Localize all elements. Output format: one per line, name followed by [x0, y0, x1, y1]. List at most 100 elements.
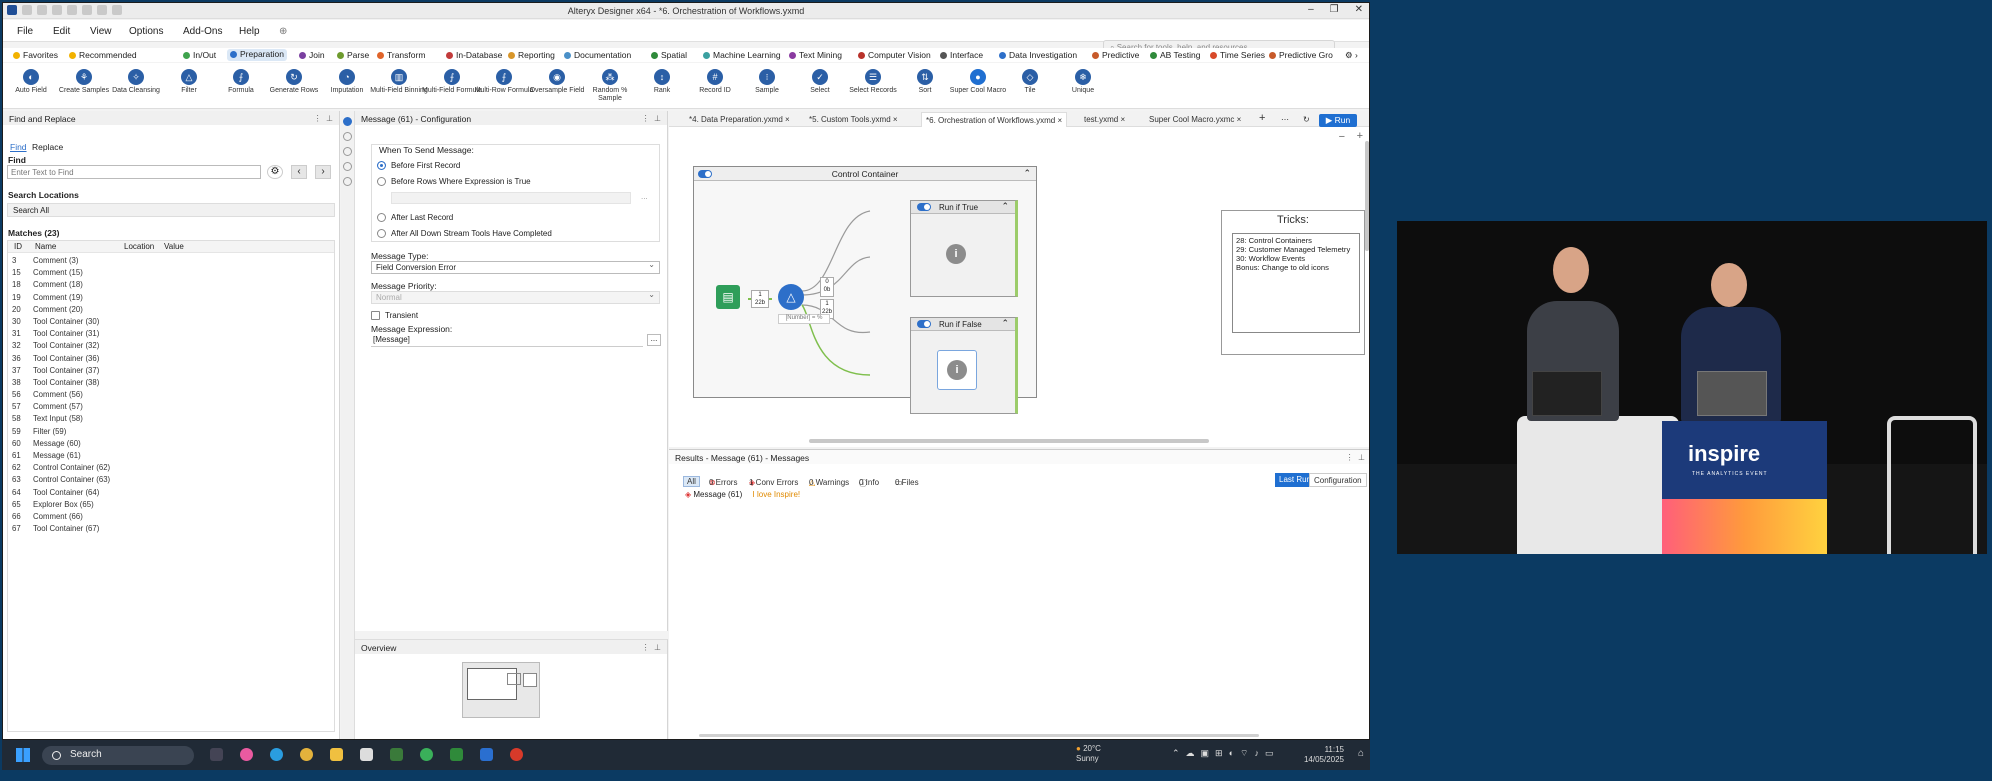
- collapse-icon[interactable]: ⌃: [1001, 318, 1009, 328]
- system-tray-icons[interactable]: ⌃☁▣⊞◐⌔♪▭: [1172, 748, 1280, 758]
- pin-icon[interactable]: ⋮ ⊥: [1345, 453, 1365, 462]
- expression-ellipsis[interactable]: ...: [641, 192, 648, 201]
- whatsapp-icon[interactable]: [420, 748, 433, 761]
- copy-icon[interactable]: [67, 5, 77, 15]
- option-after-downstream[interactable]: After All Down Stream Tools Have Complet…: [377, 229, 552, 238]
- cut-icon[interactable]: [52, 5, 62, 15]
- container-toggle[interactable]: [698, 170, 712, 178]
- container-run-if-true[interactable]: Run if True ⌃ i: [910, 200, 1018, 297]
- menu-help[interactable]: Help: [239, 26, 260, 37]
- expression-ellipsis-button[interactable]: ...: [647, 334, 661, 346]
- tab-scroll-right-icon[interactable]: ⚙ ›: [1345, 50, 1358, 60]
- close-button[interactable]: ✕: [1354, 4, 1363, 15]
- doc-tab-super-cool-macro[interactable]: Super Cool Macro.yxmc ×: [1149, 115, 1242, 124]
- tool-tab-interface[interactable]: Interface: [940, 50, 983, 60]
- store-icon[interactable]: [360, 748, 373, 761]
- col-id[interactable]: ID: [14, 242, 22, 251]
- more-tabs-icon[interactable]: ⋯: [1281, 115, 1289, 124]
- run-button[interactable]: ▶ Run: [1319, 114, 1357, 127]
- find-prev-button[interactable]: ‹: [291, 165, 307, 179]
- menu-edit[interactable]: Edit: [53, 26, 71, 37]
- find-options-icon[interactable]: ⚙: [267, 165, 283, 179]
- tool-data-cleansing[interactable]: ✧Data Cleansing: [106, 69, 166, 95]
- menu-view[interactable]: View: [90, 26, 112, 37]
- tool-record-id[interactable]: #Record ID: [685, 69, 745, 95]
- task-view-icon[interactable]: [210, 748, 223, 761]
- refresh-icon[interactable]: ↻: [1303, 115, 1310, 124]
- menu-options[interactable]: Options: [129, 26, 164, 37]
- tool-tab-text-mining[interactable]: Text Mining: [789, 50, 842, 60]
- doc-tab-test[interactable]: test.yxmd ×: [1084, 115, 1126, 124]
- horizontal-scrollbar[interactable]: [809, 439, 1209, 443]
- globe-icon[interactable]: ⊕: [279, 26, 288, 37]
- option-before-first[interactable]: Before First Record: [377, 161, 460, 170]
- text-input-tool-icon[interactable]: ▤: [716, 285, 740, 309]
- message-priority-select[interactable]: Normal: [371, 290, 660, 304]
- expression-input-disabled[interactable]: [391, 192, 631, 204]
- tool-multi-field-binning[interactable]: ▥Multi-Field Binning: [369, 69, 429, 95]
- option-before-rows[interactable]: Before Rows Where Expression is True: [377, 177, 531, 186]
- vertical-scrollbar[interactable]: [1365, 141, 1369, 251]
- tool-tile[interactable]: ◇Tile: [1000, 69, 1060, 95]
- last-run-button[interactable]: Last Run: [1275, 473, 1316, 487]
- find-next-button[interactable]: ›: [315, 165, 331, 179]
- run-if-false-toggle[interactable]: [917, 320, 931, 328]
- tool-tab-documentation[interactable]: Documentation: [564, 50, 631, 60]
- message-tool-true[interactable]: i: [937, 235, 977, 275]
- tool-auto-field[interactable]: ◐Auto Field: [3, 69, 61, 95]
- tool-tab-ab-testing[interactable]: AB Testing: [1150, 50, 1200, 60]
- filter-all-button[interactable]: All: [683, 476, 700, 487]
- zoom-out-icon[interactable]: −: [1338, 131, 1345, 143]
- tool-tab-parse[interactable]: Parse: [337, 50, 369, 60]
- tool-tab-preparation[interactable]: Preparation: [227, 49, 287, 61]
- collapse-icon[interactable]: ⌃: [1023, 168, 1031, 178]
- workflow-canvas[interactable]: *4. Data Preparation.yxmd × *5. Custom T…: [669, 111, 1369, 447]
- tag-icon[interactable]: [343, 177, 352, 186]
- tool-tab-reporting[interactable]: Reporting: [508, 50, 555, 60]
- overview-thumbnail[interactable]: [462, 662, 540, 718]
- tab-find[interactable]: Find: [10, 142, 27, 152]
- tool-tab-in-database[interactable]: In-Database: [446, 50, 502, 60]
- tool-tab-transform[interactable]: Transform: [377, 50, 425, 60]
- tool-tab-favorites[interactable]: Favorites: [13, 50, 58, 60]
- copilot-icon[interactable]: [240, 748, 253, 761]
- tool-tab-predictive-gro[interactable]: Predictive Gro: [1269, 50, 1333, 60]
- tool-tab-computer-vision[interactable]: Computer Vision: [858, 50, 931, 60]
- undo-icon[interactable]: [97, 5, 107, 15]
- results-scrollbar[interactable]: [699, 734, 1259, 737]
- message-type-select[interactable]: Field Conversion Error: [371, 260, 660, 274]
- pin-icon[interactable]: ⋮ ⊥: [641, 643, 661, 652]
- tool-select[interactable]: ✓Select: [790, 69, 850, 95]
- new-icon[interactable]: [22, 5, 32, 15]
- col-location[interactable]: Location: [124, 242, 155, 251]
- tool-create-samples[interactable]: ⚘Create Samples: [54, 69, 114, 95]
- tool-filter[interactable]: △Filter: [159, 69, 219, 95]
- pin-icon[interactable]: ⋮ ⊥: [313, 114, 333, 123]
- notification-icon[interactable]: ⌂: [1357, 748, 1364, 759]
- save-icon[interactable]: [37, 5, 47, 15]
- menu-file[interactable]: File: [17, 26, 34, 37]
- restore-button[interactable]: ❐: [1329, 4, 1339, 15]
- redo-icon[interactable]: [112, 5, 122, 15]
- message-expression-input[interactable]: [Message]: [371, 334, 643, 347]
